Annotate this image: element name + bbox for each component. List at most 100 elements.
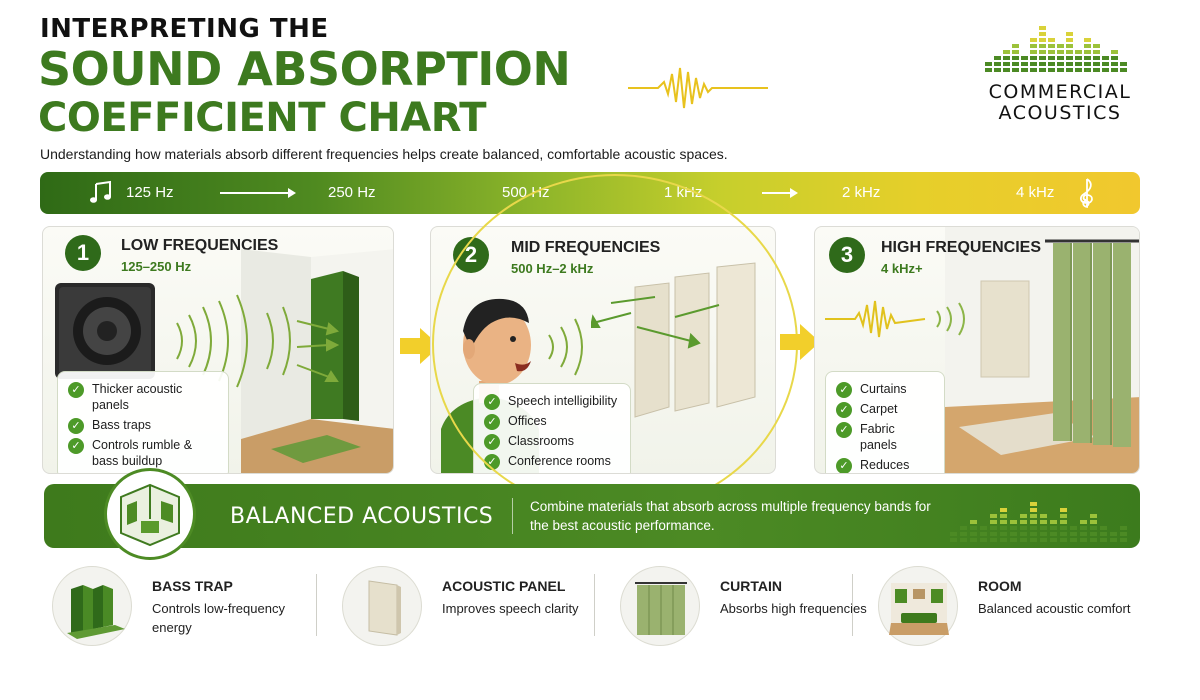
acoustic-panel-icon [342, 566, 422, 646]
material-description: Improves speech clarity [442, 601, 579, 616]
equalizer-bar-segment [1021, 56, 1028, 60]
equalizer-bar-segment [1080, 532, 1087, 536]
equalizer-bar-segment [980, 526, 987, 530]
equalizer-bar-segment [1000, 538, 1007, 542]
equalizer-bar-segment [970, 526, 977, 530]
equalizer-bar-segment [1080, 538, 1087, 542]
panel-range-high: 4 kHz+ [881, 261, 923, 276]
equalizer-bar-segment [1010, 532, 1017, 536]
panel-range-low: 125–250 Hz [121, 259, 192, 274]
equalizer-bar-segment [1075, 62, 1082, 66]
equalizer-bar-segment [1057, 68, 1064, 72]
equalizer-bar-segment [1084, 50, 1091, 54]
equalizer-bar-segment [980, 532, 987, 536]
equalizer-bar-segment [1084, 62, 1091, 66]
equalizer-bar-segment [1003, 62, 1010, 66]
equalizer-bar-segment [1066, 38, 1073, 42]
equalizer-bar-segment [960, 532, 967, 536]
equalizer-bar-segment [994, 62, 1001, 66]
list-item: ✓Fabric panels [836, 421, 934, 454]
title-line-1: INTERPRETING THE [40, 14, 329, 44]
equalizer-bar-segment [1110, 538, 1117, 542]
check-icon: ✓ [68, 437, 84, 454]
equalizer-bar-segment [1003, 68, 1010, 72]
check-icon: ✓ [484, 414, 500, 430]
arrow-right-icon [220, 188, 296, 198]
equalizer-bar-segment [980, 538, 987, 542]
brand-logo: COMMERCIAL ACOUSTICS [960, 82, 1160, 124]
high-frequency-wave-icon [825, 300, 965, 338]
material-title: CURTAIN [720, 578, 782, 594]
equalizer-bar-segment [960, 526, 967, 530]
equalizer-bar-segment [1120, 62, 1127, 66]
equalizer-bar-segment [1030, 38, 1037, 42]
check-icon: ✓ [484, 394, 500, 410]
list-item: ✓Carpet [836, 401, 934, 418]
step-number-1: 1 [65, 235, 101, 271]
equalizer-bar-segment [970, 520, 977, 524]
frequency-label-4k: 4 kHz [1016, 184, 1055, 201]
equalizer-bar-segment [1010, 520, 1017, 524]
sound-waves-icon [176, 294, 340, 388]
equalizer-bar-segment [1102, 56, 1109, 60]
step-number-2: 2 [453, 237, 489, 273]
panel-range-mid: 500 Hz–2 kHz [511, 261, 594, 276]
equalizer-bar-segment [1030, 532, 1037, 536]
equalizer-bar-segment [1012, 68, 1019, 72]
equalizer-bar-segment [1084, 44, 1091, 48]
equalizer-bar-segment [1075, 50, 1082, 54]
equalizer-bar-segment [1030, 520, 1037, 524]
equalizer-bar-segment [1000, 514, 1007, 518]
acoustic-panels-illustration [591, 262, 756, 418]
equalizer-bar-segment [1003, 50, 1010, 54]
equalizer-bar-segment [970, 532, 977, 536]
equalizer-bar-segment [1066, 56, 1073, 60]
list-item: ✓Reduces echo [836, 457, 934, 473]
equalizer-bar-segment [1111, 56, 1118, 60]
curtain-icon [620, 566, 700, 646]
equalizer-bar-segment [1030, 514, 1037, 518]
equalizer-bar-segment [1040, 514, 1047, 518]
equalizer-bar-segment [1050, 538, 1057, 542]
equalizer-bar-segment [1048, 56, 1055, 60]
step-number-3: 3 [829, 237, 865, 273]
equalizer-bar-segment [1000, 532, 1007, 536]
balanced-acoustics-banner: BALANCED ACOUSTICS Combine materials tha… [44, 484, 1140, 548]
equalizer-bar-segment [1093, 68, 1100, 72]
equalizer-bar-segment [1093, 44, 1100, 48]
room-icon [878, 566, 958, 646]
frequency-label-500: 500 Hz [502, 184, 550, 201]
check-icon: ✓ [836, 422, 852, 438]
equalizer-bar-segment [1100, 538, 1107, 542]
equalizer-bar-segment [1120, 68, 1127, 72]
divider [316, 574, 317, 636]
equalizer-bar-segment [1020, 538, 1027, 542]
equalizer-bar-segment [1030, 44, 1037, 48]
equalizer-bar-segment [1093, 56, 1100, 60]
equalizer-bar-segment [1090, 520, 1097, 524]
equalizer-bar-segment [1102, 68, 1109, 72]
equalizer-bar-segment [990, 526, 997, 530]
check-icon: ✓ [68, 417, 84, 434]
equalizer-bar-segment [1048, 62, 1055, 66]
title-line-2: SOUND ABSORPTION [38, 42, 571, 96]
equalizer-bar-segment [1090, 526, 1097, 530]
sound-waves-icon [548, 318, 583, 376]
equalizer-bar-segment [1057, 50, 1064, 54]
frequency-range-bar: 125 Hz 250 Hz 500 Hz 1 kHz 2 kHz 4 kHz [40, 172, 1140, 214]
equalizer-bar-segment [1120, 526, 1127, 530]
equalizer-bar-segment [1040, 520, 1047, 524]
equalizer-bar-segment [1039, 50, 1046, 54]
equalizer-bar-segment [985, 68, 992, 72]
list-item: ✓Conference rooms [484, 453, 620, 470]
equalizer-bar-segment [994, 68, 1001, 72]
equalizer-bar-segment [1100, 526, 1107, 530]
frequency-label-2k: 2 kHz [842, 184, 881, 201]
equalizer-bar-segment [1000, 526, 1007, 530]
equalizer-bar-segment [1030, 50, 1037, 54]
equalizer-bar-segment [1075, 68, 1082, 72]
check-icon: ✓ [836, 382, 852, 398]
equalizer-bar-segment [990, 514, 997, 518]
equalizer-bar-segment [1120, 532, 1127, 536]
equalizer-bar-segment [1060, 538, 1067, 542]
